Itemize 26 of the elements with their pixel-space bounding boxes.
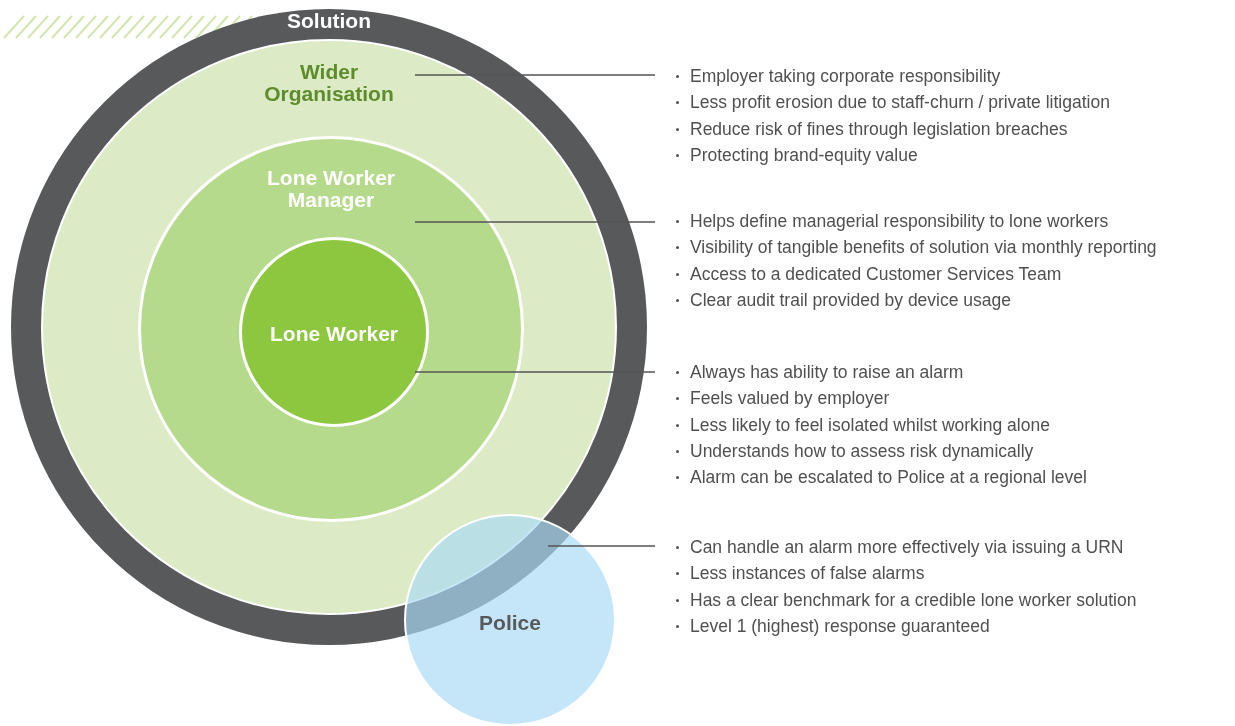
bullet-text: Alarm can be escalated to Police at a regional level (690, 467, 1087, 488)
leader-line (414, 221, 656, 223)
bullet-text: Level 1 (highest) response guaranteed (690, 615, 990, 636)
leader-line (414, 74, 656, 76)
leader-line (414, 371, 656, 373)
bullet-text: Feels valued by employer (690, 388, 890, 409)
leader-line (547, 545, 656, 547)
bullet-text: Less profit erosion due to staff-churn / private litigation (690, 92, 1110, 113)
bullet-text: Access to a dedicated Customer Services Team (690, 263, 1062, 284)
circle-label: Solution (287, 10, 371, 32)
bullet-text: Less likely to feel isolated whilst working alone (690, 414, 1050, 435)
bullet-text: Has a clear benchmark for a credible lone worker solution (690, 589, 1137, 610)
circle-label: Lone Worker (270, 323, 398, 345)
circle-label: Wider Organisation (263, 61, 395, 105)
bullet-text: Helps define managerial responsibility to lone workers (690, 211, 1109, 231)
bullet-text: Less instances of false alarms (690, 563, 925, 584)
bullet-text: Visibility of tangible benefits of solution via monthly reporting (690, 237, 1157, 258)
circle-label: Police (479, 612, 541, 634)
bullet-text: Protecting brand-equity value (690, 144, 918, 165)
bullet-text: Employer taking corporate responsibility (690, 66, 1001, 86)
bullet-text: Reduce risk of fines through legislation breaches (690, 118, 1068, 139)
bullet-text: Clear audit trail provided by device usage (690, 289, 1011, 310)
bullet-text: Understands how to assess risk dynamically (690, 440, 1034, 461)
circle-label: Lone Worker Manager (266, 167, 396, 211)
bullet-text: Can handle an alarm more effectively via issuing a URN (690, 537, 1124, 557)
bullet-text: Always has ability to raise an alarm (690, 362, 964, 382)
